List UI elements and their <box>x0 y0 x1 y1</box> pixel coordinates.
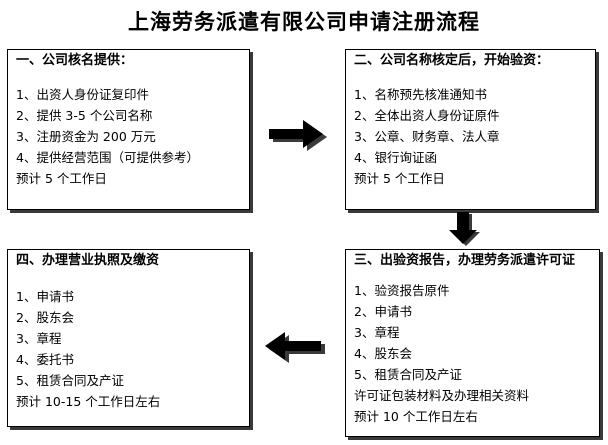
step-2-duration: 预计 5 个工作日 <box>354 171 445 186</box>
list-item: 5、租赁合同及产证 <box>16 373 124 388</box>
arrow-left-icon <box>265 332 325 363</box>
step-3-duration: 预计 10 个工作日左右 <box>354 409 478 424</box>
step-1-box: 一、公司核名提供： 1、出资人身份证复印件 2、提供 3-5 个公司名称 3、注… <box>7 49 250 210</box>
step-2-list: 1、名称预先核准通知书 2、全体出资人身份证原件 3、公章、财务章、法人章 4、… <box>346 84 595 189</box>
list-item: 4、提供经营范围（可提供参考） <box>16 150 199 165</box>
step-3-list: 1、验资报告原件 2、申请书 3、章程 4、股东会 5、租赁合同及产证 许可证包… <box>346 280 599 427</box>
step-3-heading: 三、出验资报告，办理劳务派遣许可证 <box>354 253 576 268</box>
step-4-list: 1、申请书 2、股东会 3、章程 4、委托书 5、租赁合同及产证 预计 10-1… <box>8 286 249 412</box>
list-item: 4、委托书 <box>16 352 74 367</box>
list-item: 1、验资报告原件 <box>354 283 450 298</box>
step-2-box: 二、公司名称核定后，开始验资： 1、名称预先核准通知书 2、全体出资人身份证原件… <box>345 49 596 210</box>
list-item: 5、租赁合同及产证 <box>354 367 462 382</box>
list-item: 2、申请书 <box>354 304 412 319</box>
page-title: 上海劳务派遣有限公司申请注册流程 <box>128 10 480 34</box>
list-item: 3、章程 <box>354 325 400 340</box>
list-item: 4、股东会 <box>354 346 412 361</box>
step-3-materials: 许可证包装材料及办理相关资料 <box>354 388 530 403</box>
list-item: 2、全体出资人身份证原件 <box>354 108 500 123</box>
step-1-duration: 预计 5 个工作日 <box>16 171 107 186</box>
list-item: 1、出资人身份证复印件 <box>16 87 149 102</box>
step-4-heading: 四、办理营业执照及缴资 <box>16 253 160 268</box>
list-item: 1、名称预先核准通知书 <box>354 87 487 102</box>
step-1-list: 1、出资人身份证复印件 2、提供 3-5 个公司名称 3、注册资金为 200 万… <box>8 84 249 189</box>
step-4-duration: 预计 10-15 个工作日左右 <box>16 394 161 409</box>
list-item: 3、注册资金为 200 万元 <box>16 129 156 144</box>
list-item: 3、章程 <box>16 331 62 346</box>
list-item: 1、申请书 <box>16 289 74 304</box>
step-4-box: 四、办理营业执照及缴资 1、申请书 2、股东会 3、章程 4、委托书 5、租赁合… <box>7 249 250 427</box>
step-1-heading: 一、公司核名提供： <box>16 53 134 68</box>
step-3-box: 三、出验资报告，办理劳务派遣许可证 1、验资报告原件 2、申请书 3、章程 4、… <box>345 249 600 437</box>
step-2-heading: 二、公司名称核定后，开始验资： <box>354 53 550 68</box>
arrow-down-icon <box>449 212 480 246</box>
list-item: 2、提供 3-5 个公司名称 <box>16 108 153 123</box>
arrow-right-icon <box>269 120 327 151</box>
list-item: 4、银行询证函 <box>354 150 437 165</box>
list-item: 3、公章、财务章、法人章 <box>354 129 500 144</box>
list-item: 2、股东会 <box>16 310 74 325</box>
